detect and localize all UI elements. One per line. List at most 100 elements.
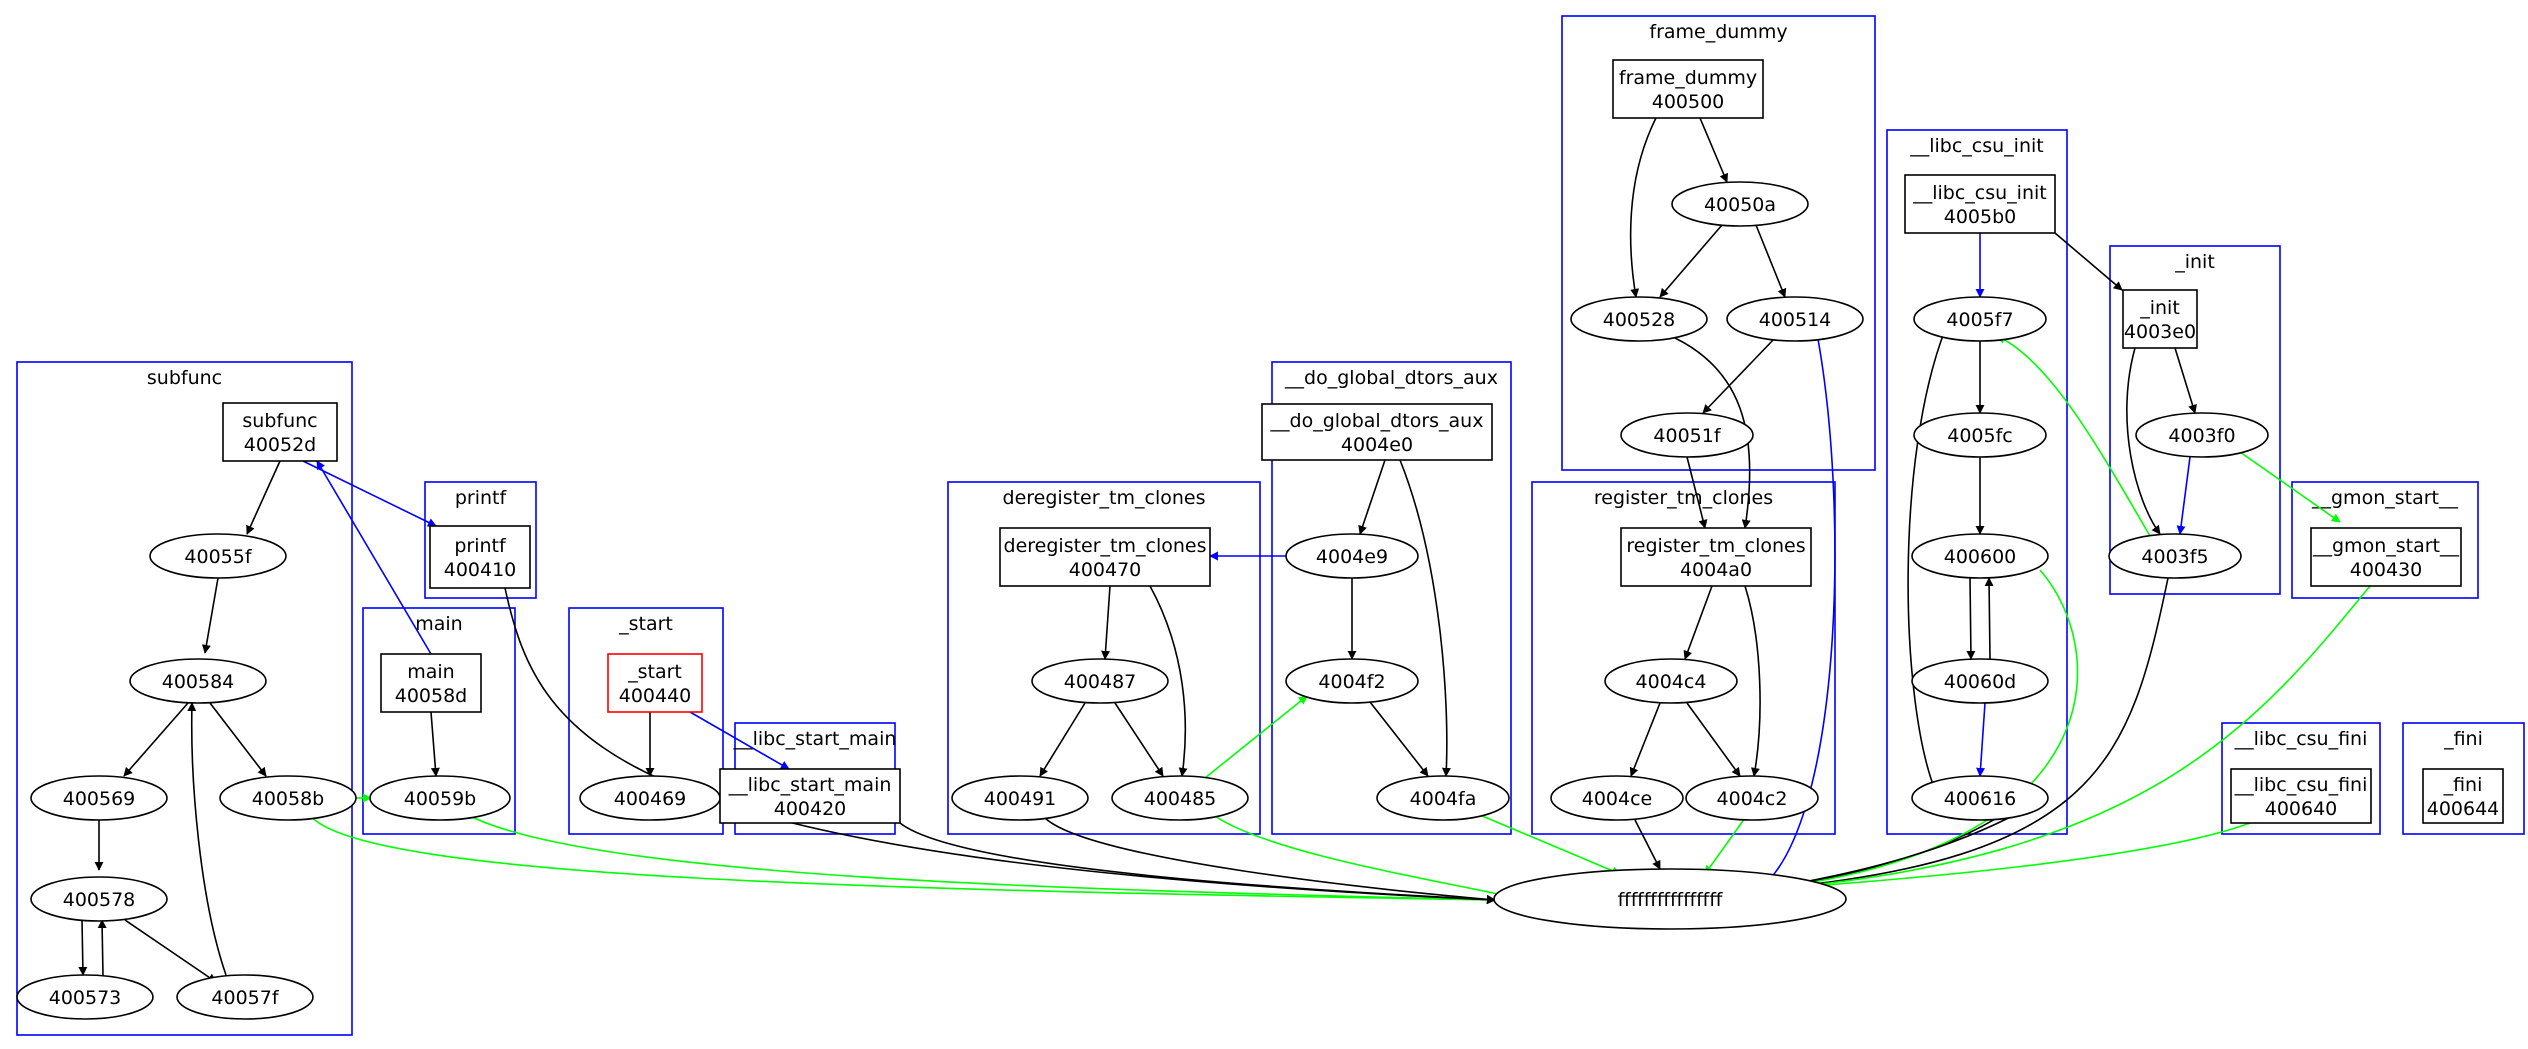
edge-n400514-to-n40051f [1702, 337, 1776, 414]
edge-fini_entry-to-exit_node [1757, 822, 2251, 894]
node-n400487[interactable]: 400487 [1031, 658, 1169, 704]
node-n40050a[interactable]: 40050a [1671, 181, 1809, 227]
node-gmon_entry[interactable]: __gmon_start__400430 [2310, 527, 2462, 587]
node-label: 40058b [252, 788, 325, 810]
cluster-do_global_dtors_aux: __do_global_dtors_aux [1271, 361, 1512, 835]
node-n400600[interactable]: 400600 [1911, 533, 2049, 579]
node-label: 400469 [614, 788, 687, 810]
node-box [2422, 768, 2504, 824]
node-label: 4003f5 [2141, 546, 2208, 568]
node-n400569[interactable]: 400569 [30, 775, 168, 821]
cluster-title: _init [2174, 251, 2215, 273]
edge-frame_entry-to-n40050a [1699, 117, 1728, 183]
node-n4004ce[interactable]: 4004ce [1550, 775, 1684, 821]
node-exit_node[interactable]: ffffffffffffffff [1493, 868, 1847, 930]
node-n400578[interactable]: 400578 [30, 876, 168, 922]
edge-n400528-to-reg_entry [1674, 337, 1751, 529]
node-n4005fc[interactable]: 4005fc [1913, 412, 2047, 458]
node-n40058b[interactable]: 40058b [219, 775, 357, 821]
edge-dereg_entry-to-n400485 [1149, 585, 1188, 777]
node-label: 4003f0 [2168, 425, 2235, 447]
node-label: 4004fa [1410, 788, 1477, 810]
node-label: _start [627, 661, 682, 683]
node-ellipse [129, 658, 267, 704]
node-label: 400430 [2350, 559, 2423, 581]
node-n40060d[interactable]: 40060d [1911, 658, 2049, 704]
node-n4004c4[interactable]: 4004c4 [1604, 658, 1738, 704]
node-ellipse [1911, 533, 2049, 579]
node-box [2230, 768, 2372, 824]
node-n4003f0[interactable]: 4003f0 [2135, 412, 2269, 458]
node-label: _fini [2443, 774, 2483, 796]
cluster-init: _init [2109, 245, 2281, 595]
node-n4004e9[interactable]: 4004e9 [1285, 533, 1419, 579]
edge-init_entry-to-n4003f5 [2174, 347, 2197, 414]
edge-n40058b-to-exit_node [309, 814, 1496, 905]
node-label: 4004ce [1582, 788, 1653, 810]
node-n400573[interactable]: 400573 [16, 974, 154, 1020]
node-label: 400600 [1944, 546, 2017, 568]
edge-n4003f5-to-exit_node [1996, 335, 2151, 537]
edge-n400487-to-n400485 [1114, 702, 1164, 777]
edge-n400578-to-n40057f [124, 919, 217, 983]
node-n4004c2[interactable]: 4004c2 [1685, 775, 1819, 821]
node-ellipse [176, 974, 314, 1020]
edge-dereg_entry-to-n400487 [1101, 585, 1111, 660]
node-label: __libc_start_main [728, 774, 892, 796]
node-box [222, 402, 338, 462]
node-n4003f5[interactable]: 4003f5 [2108, 533, 2242, 579]
node-label: __gmon_start__ [2312, 535, 2459, 557]
node-ellipse [1620, 412, 1754, 458]
node-ellipse [30, 876, 168, 922]
edge-n400616-to-exit_node [1757, 569, 2079, 894]
node-label: 400569 [63, 788, 136, 810]
node-label: 400640 [2265, 798, 2338, 820]
edge-main_entry-to-subfunc_entry [316, 460, 432, 655]
node-n40051f[interactable]: 40051f [1620, 412, 1754, 458]
node-n400485[interactable]: 400485 [1111, 775, 1249, 821]
node-label: 400410 [444, 559, 517, 581]
node-n4004f2[interactable]: 4004f2 [1285, 658, 1419, 704]
cluster-title: __libc_csu_fini [2234, 728, 2368, 750]
cluster-title: frame_dummy [1649, 21, 1787, 43]
edge-n4004c2-to-exit_node [1704, 817, 1746, 875]
node-n400491[interactable]: 400491 [951, 775, 1089, 821]
node-n40059b[interactable]: 40059b [369, 775, 511, 821]
node-n400514[interactable]: 400514 [1726, 296, 1864, 342]
node-n4004fa[interactable]: 4004fa [1376, 775, 1510, 821]
cluster-box [1886, 129, 2068, 835]
node-n40055f[interactable]: 40055f [149, 533, 287, 579]
node-label: 40052d [244, 434, 317, 456]
cluster-box [947, 481, 1261, 835]
node-ellipse [1031, 658, 1169, 704]
node-label: 4005f7 [1946, 309, 2013, 331]
edge-n4003f5-to-n4005f7 [2239, 451, 2341, 523]
node-box [999, 527, 1211, 587]
node-n4005f7[interactable]: 4005f7 [1913, 296, 2047, 342]
node-n400469[interactable]: 400469 [579, 775, 721, 821]
node-n400584[interactable]: 400584 [129, 658, 267, 704]
node-n400616[interactable]: 400616 [1911, 775, 2049, 821]
node-n40057f[interactable]: 40057f [176, 974, 314, 1020]
node-label: subfunc [242, 410, 317, 432]
edge-n40060d-to-n400616 [1984, 577, 1994, 660]
edge-n40059b-to-exit_node [469, 815, 1496, 905]
edge-n400487-to-n400491 [1039, 702, 1086, 777]
cluster-box [568, 607, 724, 835]
node-ellipse [1376, 775, 1510, 821]
edge-n4005fc-to-n400600 [1907, 329, 1946, 791]
node-n400528[interactable]: 400528 [1570, 296, 1708, 342]
